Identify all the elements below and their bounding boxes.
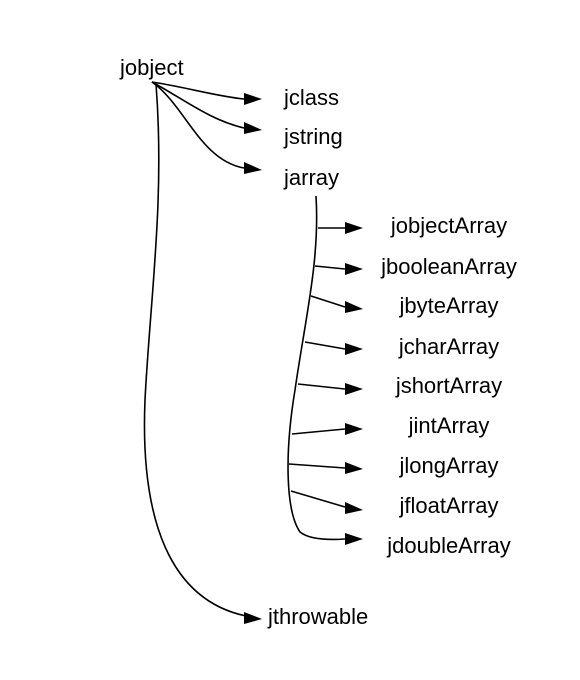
arrowhead-jintArray — [345, 423, 363, 435]
arrowhead-jarray — [244, 162, 262, 174]
edge-jarray-jfloatArray — [290, 490, 346, 508]
arrowhead-jbyteArray — [345, 301, 363, 313]
edge-jarray-jintArray — [291, 428, 346, 435]
node-jintArray: jintArray — [408, 413, 490, 438]
node-jobjectArray: jobjectArray — [390, 213, 507, 238]
node-jcharArray: jcharArray — [398, 334, 499, 359]
node-jlongArray: jlongArray — [398, 453, 498, 478]
node-jarray: jarray — [283, 165, 339, 190]
edge-jarray-jcharArray — [304, 341, 346, 350]
arrowhead-jshortArray — [345, 383, 363, 395]
node-jclass: jclass — [283, 85, 339, 110]
node-jthrowable: jthrowable — [267, 604, 368, 629]
arrowhead-jcharArray — [345, 343, 363, 355]
edge-jobject-jclass — [151, 81, 245, 100]
node-jfloatArray: jfloatArray — [398, 493, 498, 518]
edge-jobject-jarray — [151, 81, 245, 169]
node-jstring: jstring — [283, 124, 343, 149]
edge-jarray-jbyteArray — [310, 295, 346, 308]
node-jshortArray: jshortArray — [395, 373, 502, 398]
node-jbyteArray: jbyteArray — [398, 293, 498, 318]
arrowhead-jclass — [244, 93, 262, 105]
edge-jarray-jbooleanArray — [314, 265, 346, 270]
arrowhead-jbooleanArray — [345, 263, 363, 275]
arrowhead-jthrowable — [244, 612, 262, 624]
arrowhead-jfloatArray — [345, 502, 363, 514]
edge-jarray-trunk — [287, 195, 346, 541]
edge-jobject-jthrowable — [143, 83, 247, 617]
edge-jarray-jlongArray — [288, 463, 346, 469]
arrowhead-jlongArray — [345, 462, 363, 474]
arrowhead-jstring — [244, 122, 262, 134]
arrowhead-jdoubleArray — [345, 533, 363, 545]
edge-jobject-jstring — [151, 81, 245, 129]
node-jdoubleArray: jdoubleArray — [386, 533, 511, 558]
arrowhead-jobjectArray — [345, 222, 363, 234]
node-jbooleanArray: jbooleanArray — [380, 254, 517, 279]
edge-jarray-jshortArray — [297, 383, 346, 390]
node-jobject: jobject — [119, 55, 184, 80]
